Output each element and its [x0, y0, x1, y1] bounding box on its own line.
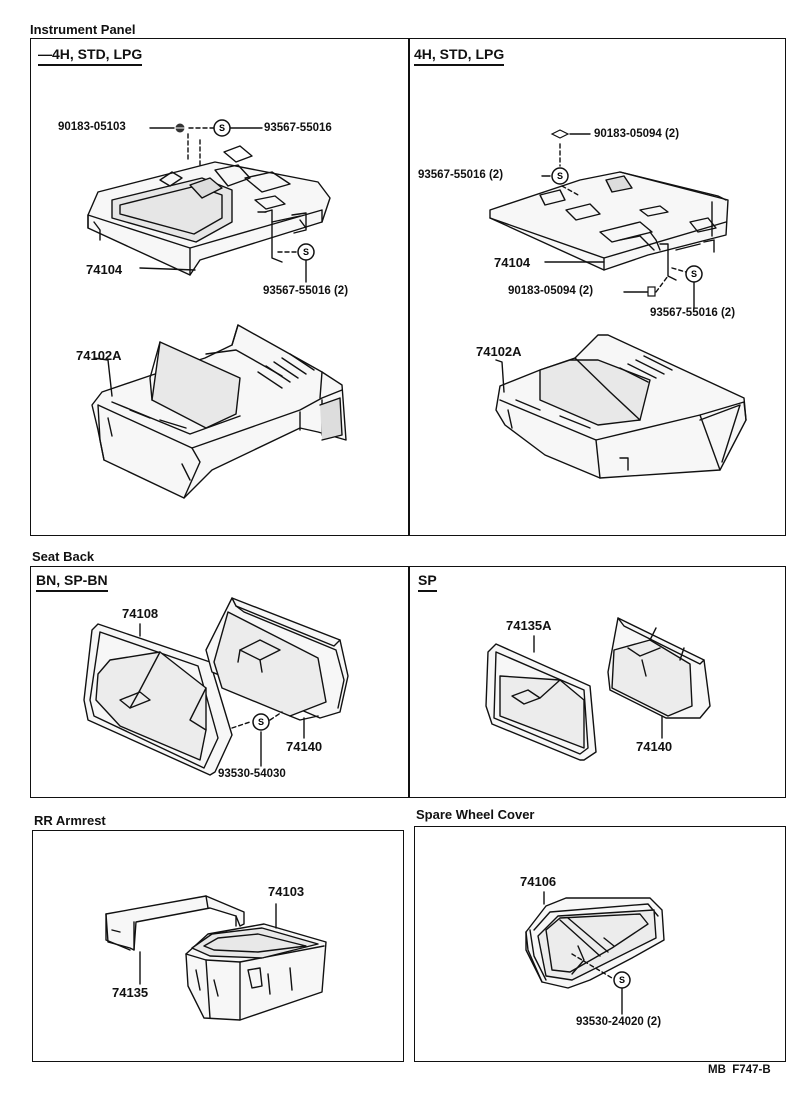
s-symbol-icon: S: [252, 713, 270, 731]
ashtray-body-drawing-right: [495, 334, 747, 479]
variant-label-right-instrument: 4H, STD, LPG: [414, 46, 505, 66]
part-number-93567-55016-2-left: 93567-55016 (2): [263, 285, 349, 297]
part-number-90183-05094-2-top: 90183-05094 (2): [594, 128, 680, 140]
bracket-drawing-74135: [105, 895, 245, 951]
part-number-93567-55016: 93567-55016: [264, 122, 332, 134]
part-number-93530-54030: 93530-54030: [218, 768, 286, 780]
section-title-spare-wheel-cover: Spare Wheel Cover: [416, 807, 535, 822]
variant-label-left-seat-back: BN, SP-BN: [36, 572, 108, 592]
s-symbol-text: S: [691, 269, 697, 279]
s-symbol-icon: S: [685, 265, 703, 283]
ashtray-housing-drawing-74140-sp: [607, 617, 711, 719]
part-number-74135A: 74135A: [506, 618, 552, 633]
ashtray-cover-drawing-left: [87, 145, 331, 276]
ashtray-drawing-74103: [185, 923, 327, 1021]
part-number-74108: 74108: [122, 606, 159, 621]
part-number-74106: 74106: [520, 874, 557, 889]
part-number-93567-55016-2-right-top: 93567-55016 (2): [418, 169, 504, 181]
variant-label-left-instrument: —4H, STD, LPG: [38, 46, 143, 66]
part-number-74140-left: 74140: [286, 739, 323, 754]
ashtray-cover-drawing-right: [489, 171, 729, 281]
part-number-74140-right: 74140: [636, 739, 673, 754]
part-number-74104-right: 74104: [494, 255, 531, 270]
spare-wheel-cover-frame: [414, 826, 786, 1062]
s-symbol-text: S: [219, 123, 225, 133]
seat-back-divider: [408, 566, 410, 798]
section-title-rr-armrest: RR Armrest: [34, 813, 106, 828]
part-number-90183-05103: 90183-05103: [58, 121, 126, 133]
part-number-90183-05094-2-bottom: 90183-05094 (2): [508, 285, 594, 297]
variant-label-right-seat-back: SP: [418, 572, 437, 592]
s-symbol-text: S: [303, 247, 309, 257]
instrument-panel-divider: [408, 38, 410, 536]
screw-icon: [175, 123, 185, 133]
s-symbol-text: S: [258, 717, 264, 727]
part-number-74102A-right: 74102A: [476, 344, 522, 359]
s-symbol-icon: S: [297, 243, 315, 261]
s-symbol-text: S: [557, 171, 563, 181]
part-number-74103: 74103: [268, 884, 305, 899]
section-title-seat-back: Seat Back: [32, 549, 95, 564]
ashtray-drawing-74106: [525, 897, 665, 989]
section-title-instrument-panel: Instrument Panel: [30, 22, 136, 37]
nut-icon: [647, 286, 656, 297]
s-symbol-text: S: [619, 975, 625, 985]
part-number-74102A-left: 74102A: [76, 348, 122, 363]
ashtray-body-drawing-left: [91, 324, 347, 499]
part-number-74135: 74135: [112, 985, 149, 1000]
part-number-93530-24020-2: 93530-24020 (2): [576, 1016, 662, 1028]
ashtray-drawing-74108: [83, 623, 233, 776]
s-symbol-icon: S: [613, 971, 631, 989]
diagram-code: MB F747-B: [708, 1064, 771, 1076]
ashtray-drawing-74135A: [485, 643, 597, 761]
s-symbol-icon: S: [551, 167, 569, 185]
rr-armrest-frame: [32, 830, 404, 1062]
screw-icon: [550, 129, 570, 139]
s-symbol-icon: S: [213, 119, 231, 137]
ashtray-housing-drawing-74140: [205, 597, 349, 721]
part-number-93567-55016-2-right-bottom: 93567-55016 (2): [650, 307, 736, 319]
part-number-74104-left: 74104: [86, 262, 123, 277]
